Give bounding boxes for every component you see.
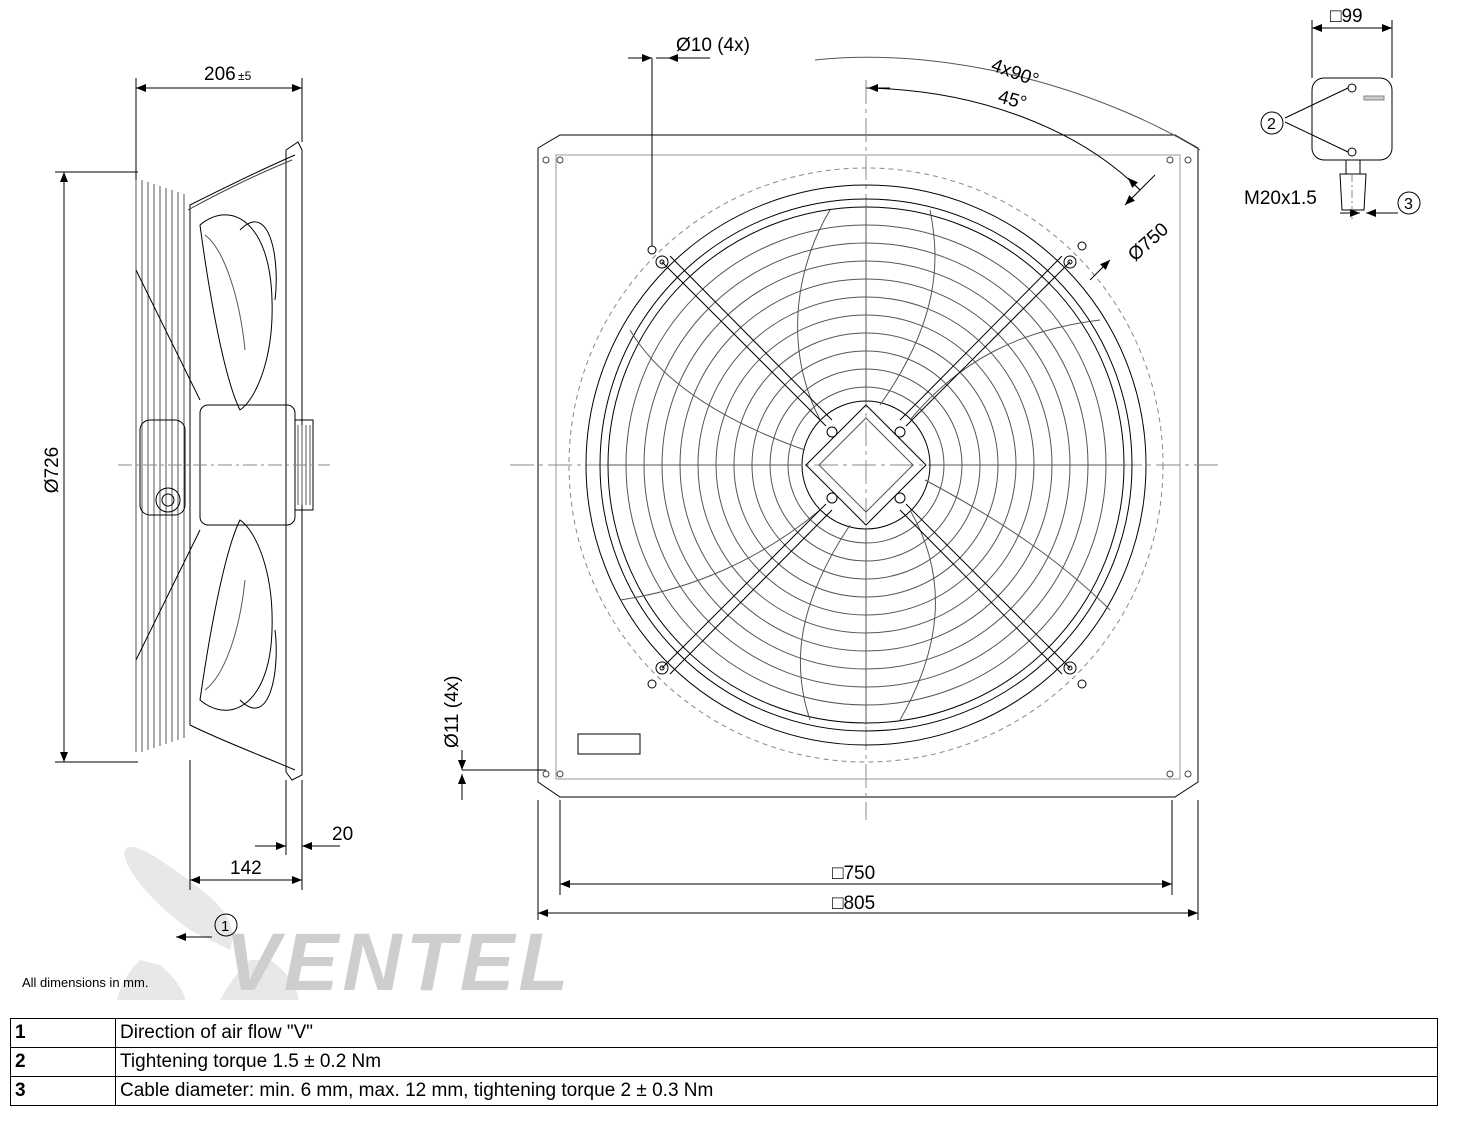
side-view-dimensions: [55, 78, 340, 941]
legend-text: Tightening torque 1.5 ± 0.2 Nm: [115, 1047, 1438, 1077]
ring-diameter-dimension: Ø750: [1124, 219, 1173, 266]
square-750-dimension: □750: [832, 863, 875, 884]
dimension-20: 20: [332, 824, 353, 845]
watermark-fan-icon: [117, 847, 299, 1000]
callout-1-circle: [214, 913, 238, 937]
legend-row: 3 Cable diameter: min. 6 mm, max. 12 mm,…: [10, 1076, 1438, 1106]
angle-45-dimension: 45°: [996, 87, 1029, 115]
callout-3-number: 3: [1404, 196, 1413, 213]
ventel-watermark: VENTEL: [117, 847, 572, 1000]
legend-text: Direction of air flow "V": [115, 1018, 1438, 1048]
angle-4x90-dimension: 4x90°: [988, 55, 1041, 91]
legend-number: 1: [10, 1018, 116, 1048]
square-805-dimension: □805: [832, 893, 875, 914]
units-note: All dimensions in mm.: [22, 975, 149, 990]
legend-table: 1 Direction of air flow "V" 2 Tightening…: [10, 1018, 1438, 1106]
front-view: [510, 56, 1222, 820]
mount-hole-dimension: Ø11 (4x): [442, 675, 463, 748]
side-view: [118, 141, 330, 781]
dimension-142: 142: [230, 858, 262, 879]
cable-gland-label: M20x1.5: [1244, 188, 1317, 209]
callout-3-circle: [1397, 191, 1421, 215]
depth-tolerance: ±5: [238, 69, 252, 83]
callout-2-circle: [1260, 111, 1284, 135]
legend-text: Cable diameter: min. 6 mm, max. 12 mm, t…: [115, 1076, 1438, 1106]
legend-number: 2: [10, 1047, 116, 1077]
outer-diameter-dimension: Ø726: [42, 447, 63, 493]
depth-dimension: 206: [204, 64, 236, 85]
front-view-dimensions: [458, 54, 1199, 920]
legend-number: 3: [10, 1076, 116, 1106]
terminal-box-size: □99: [1330, 6, 1363, 27]
callout-1-number: 1: [221, 918, 229, 935]
callout-2-number: 2: [1267, 116, 1276, 133]
technical-drawing: VENTEL: [42, 6, 1421, 1000]
watermark-brand: VENTEL: [225, 917, 572, 1000]
legend-row: 1 Direction of air flow "V": [10, 1018, 1438, 1048]
hole-diameter-dimension: Ø10 (4x): [676, 35, 750, 56]
legend-row: 2 Tightening torque 1.5 ± 0.2 Nm: [10, 1047, 1438, 1077]
terminal-box-detail: [1260, 20, 1421, 220]
